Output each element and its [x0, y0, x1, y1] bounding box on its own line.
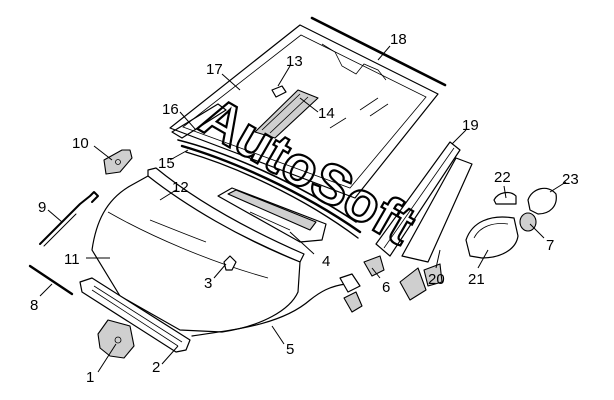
part-5-release-cable — [191, 273, 363, 337]
label-8: 8 — [30, 297, 38, 314]
label-2: 2 — [152, 359, 160, 376]
part-9-bonnet-stay — [39, 191, 99, 247]
part-21-door-mirror — [465, 216, 519, 259]
part-3-clip — [223, 255, 237, 271]
label-4: 4 — [322, 253, 330, 270]
part-15-cowl-seal — [177, 139, 362, 239]
label-7: 7 — [546, 237, 554, 254]
part-16-seal-strip — [171, 103, 227, 139]
label-17: 17 — [206, 61, 223, 78]
label-23: 23 — [562, 171, 579, 188]
label-18: 18 — [390, 31, 407, 48]
label-19: 19 — [462, 117, 479, 134]
label-12: 12 — [172, 179, 189, 196]
label-22: 22 — [494, 169, 511, 186]
label-13: 13 — [286, 53, 303, 70]
part-1-latch — [97, 319, 135, 359]
label-21: 21 — [468, 271, 485, 288]
label-20: 20 — [428, 271, 445, 288]
leader-lines — [39, 45, 567, 373]
label-5: 5 — [286, 341, 294, 358]
label-1: 1 — [86, 369, 94, 386]
label-16: 16 — [162, 101, 179, 118]
part-19-pillar-trim — [375, 141, 461, 257]
part-10-hinge — [103, 149, 133, 175]
part-18-windscreen-seal — [310, 16, 447, 87]
part-number-labels: 1 2 3 4 5 6 7 8 9 10 11 12 13 14 15 16 1… — [30, 31, 579, 386]
label-15: 15 — [158, 155, 175, 172]
part-20-door-glass — [399, 157, 473, 301]
part-22-mirror-cap — [493, 191, 517, 205]
label-11: 11 — [64, 251, 80, 268]
part-6-bracket — [363, 255, 385, 277]
part-11-bonnet — [91, 175, 301, 333]
part-23-mirror-cover — [527, 187, 557, 215]
part-14-interior-mirror — [254, 89, 319, 139]
part-8-strip — [28, 264, 74, 296]
label-10: 10 — [72, 135, 89, 152]
label-9: 9 — [38, 199, 46, 216]
part-2-grille — [79, 277, 191, 353]
label-14: 14 — [318, 105, 335, 122]
part-4-cowl-panel — [217, 187, 327, 243]
label-6: 6 — [382, 279, 390, 296]
label-3: 3 — [204, 275, 212, 292]
part-13-mirror-base — [271, 85, 287, 98]
